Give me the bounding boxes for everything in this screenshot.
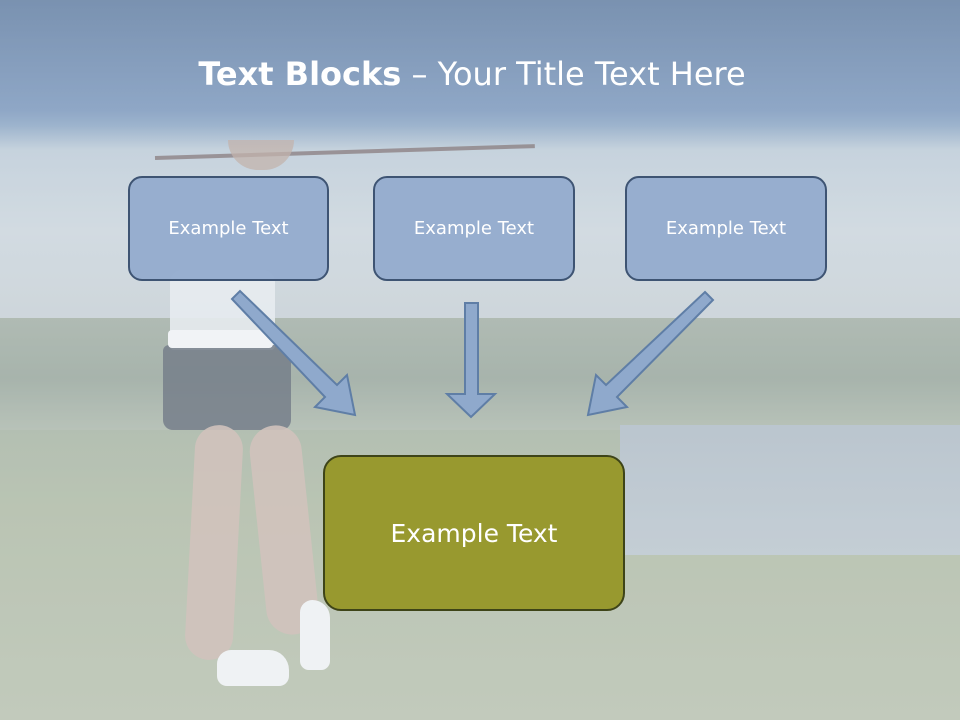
title-rest: Your Title Text Here (437, 55, 746, 93)
title-dash: – (401, 55, 438, 93)
main-text-block-label: Example Text (390, 518, 558, 548)
text-block-3-label: Example Text (665, 218, 787, 239)
golfer-belt (168, 330, 273, 348)
slide-title: Text Blocks – Your Title Text Here (0, 55, 944, 93)
text-block-1[interactable]: Example Text (128, 176, 329, 281)
arrow-center (444, 302, 498, 419)
title-bold: Text Blocks (198, 55, 402, 93)
golfer-shorts (163, 345, 291, 430)
arrow-right (586, 290, 715, 417)
background-treeline (0, 318, 960, 430)
golfer-left-shoe (217, 650, 289, 686)
golfer-right-shoe (300, 600, 330, 670)
text-block-1-label: Example Text (168, 218, 289, 239)
text-block-3[interactable]: Example Text (625, 176, 827, 281)
text-block-2[interactable]: Example Text (373, 176, 575, 281)
arrow-left (230, 289, 357, 417)
background-lake (620, 425, 960, 555)
main-text-block[interactable]: Example Text (323, 455, 625, 611)
text-block-2-label: Example Text (413, 218, 535, 239)
